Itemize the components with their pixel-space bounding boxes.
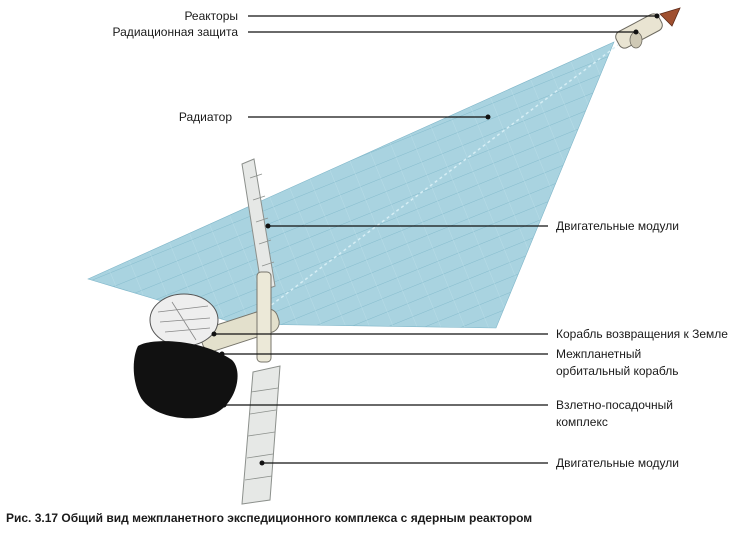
upper-truss xyxy=(241,158,276,292)
return-ship xyxy=(149,293,219,347)
label-return-ship: Корабль возвращения к Земле xyxy=(556,327,728,341)
reactor-nozzle xyxy=(659,7,681,27)
leader-lines xyxy=(214,15,657,464)
label-radiation-shield: Радиационная защита xyxy=(113,25,239,39)
label-reactors: Реакторы xyxy=(184,9,238,23)
reactor-module xyxy=(615,13,663,49)
label-radiator: Радиатор xyxy=(179,110,232,124)
label-engine-modules-top: Двигательные модули xyxy=(556,219,679,233)
reactor-assembly xyxy=(615,7,681,49)
figure-caption: Рис. 3.17 Общий вид межпланетного экспед… xyxy=(6,511,533,525)
landing-complex xyxy=(133,341,238,419)
label-lander-line1: Взлетно-посадочный xyxy=(556,398,673,412)
radiator-spine xyxy=(261,44,619,313)
label-engine-modules-bottom: Двигательные модули xyxy=(556,456,679,470)
lower-truss xyxy=(241,365,281,505)
orbital-ship-core xyxy=(200,271,280,363)
label-lander-line2: комплекс xyxy=(556,415,608,429)
radiator-panel xyxy=(87,41,615,329)
label-orbital-ship-line2: орбитальный корабль xyxy=(556,364,679,378)
leader-dots xyxy=(211,13,660,466)
label-orbital-ship-line1: Межпланетный xyxy=(556,347,641,361)
core-column xyxy=(256,271,272,363)
engine-modules-upper xyxy=(241,158,276,292)
engine-modules-lower xyxy=(241,365,281,505)
